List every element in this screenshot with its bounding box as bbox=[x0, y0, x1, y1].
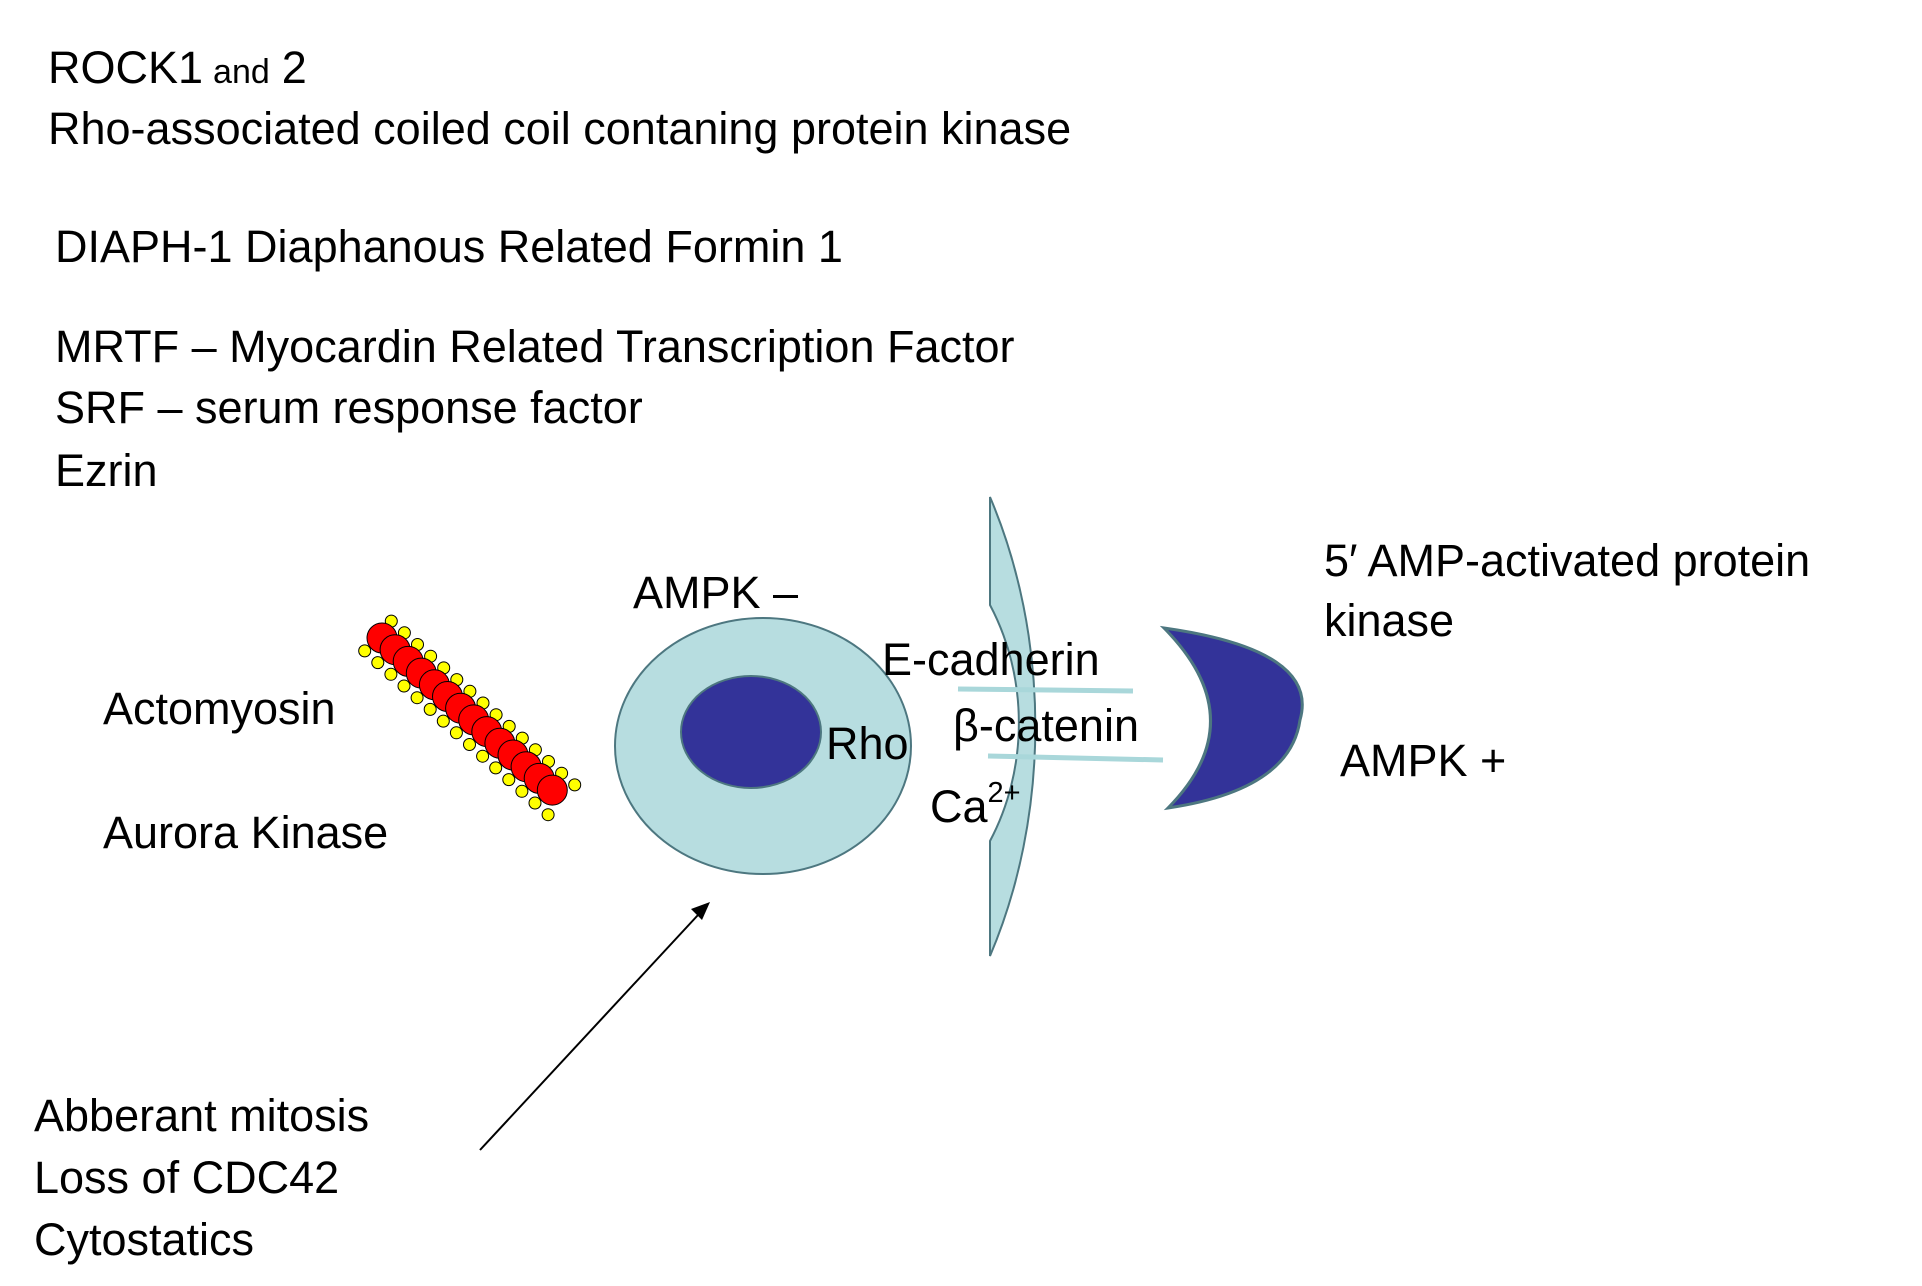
ampk-plus-label: AMPK + bbox=[1340, 735, 1507, 786]
srf-text: SRF – serum response factor bbox=[55, 382, 643, 433]
actomyosin-bead-yellow bbox=[423, 702, 437, 716]
actomyosin-bead-yellow bbox=[541, 808, 555, 822]
actomyosin-bead-yellow bbox=[436, 714, 450, 728]
actomyosin-bead-yellow bbox=[449, 726, 463, 740]
actomyosin-bead-yellow bbox=[502, 773, 516, 787]
e-cadherin-label: E-cadherin bbox=[882, 634, 1100, 685]
bottom-text-line3: Cytostatics bbox=[34, 1214, 255, 1265]
actomyosin-bead-yellow bbox=[476, 749, 490, 763]
actomyosin-bead-yellow bbox=[358, 644, 372, 658]
ezrin-text: Ezrin bbox=[55, 445, 158, 496]
actomyosin-bead-yellow bbox=[371, 656, 385, 670]
actomyosin-bead-yellow bbox=[384, 667, 398, 681]
actomyosin-bead-yellow bbox=[463, 738, 476, 751]
calcium-base: Ca bbox=[930, 781, 988, 832]
calcium-charge: 2+ bbox=[987, 777, 1021, 809]
actomyosin-bead-yellow bbox=[489, 761, 503, 775]
ampk-full-name-line1: 5′ AMP-activated protein bbox=[1324, 535, 1811, 586]
rho-label: Rho bbox=[826, 718, 909, 769]
actomyosin-bead-yellow bbox=[568, 778, 582, 792]
arrow-line bbox=[479, 914, 699, 1151]
rock-and: and bbox=[213, 53, 270, 91]
bottom-text-line1: Abberant mitosis bbox=[34, 1090, 370, 1141]
beta-catenin-line bbox=[987, 753, 1164, 763]
actomyosin-filament bbox=[358, 614, 582, 822]
rock-description: Rho-associated coiled coil contaning pro… bbox=[48, 103, 1072, 154]
left-nucleus bbox=[680, 675, 822, 789]
actomyosin-bead-yellow bbox=[528, 796, 542, 810]
actomyosin-bead-yellow bbox=[410, 691, 424, 705]
rock-suffix: 2 bbox=[281, 42, 307, 93]
rock-prefix: ROCK1 bbox=[48, 42, 204, 93]
right-nucleus bbox=[1159, 625, 1304, 811]
actomyosin-bead-red bbox=[536, 774, 568, 806]
actomyosin-label: Actomyosin bbox=[103, 683, 336, 734]
right-cell bbox=[989, 496, 1037, 957]
actomyosin-bead-yellow bbox=[515, 784, 529, 798]
calcium-label: Ca2+ bbox=[930, 779, 1021, 832]
actomyosin-bead-yellow bbox=[397, 679, 411, 693]
ampk-minus-label: AMPK – bbox=[633, 567, 799, 618]
beta-catenin-label: β-catenin bbox=[953, 700, 1139, 751]
bottom-text-line2: Loss of CDC42 bbox=[34, 1152, 340, 1203]
aurora-kinase-label: Aurora Kinase bbox=[103, 807, 389, 858]
diaph-text: DIAPH-1 Diaphanous Related Formin 1 bbox=[55, 221, 843, 272]
arrow-head bbox=[691, 902, 710, 920]
ampk-full-name-line2: kinase bbox=[1324, 595, 1455, 646]
e-cadherin-line bbox=[957, 686, 1134, 694]
mrtf-text: MRTF – Myocardin Related Transcription F… bbox=[55, 321, 1015, 372]
